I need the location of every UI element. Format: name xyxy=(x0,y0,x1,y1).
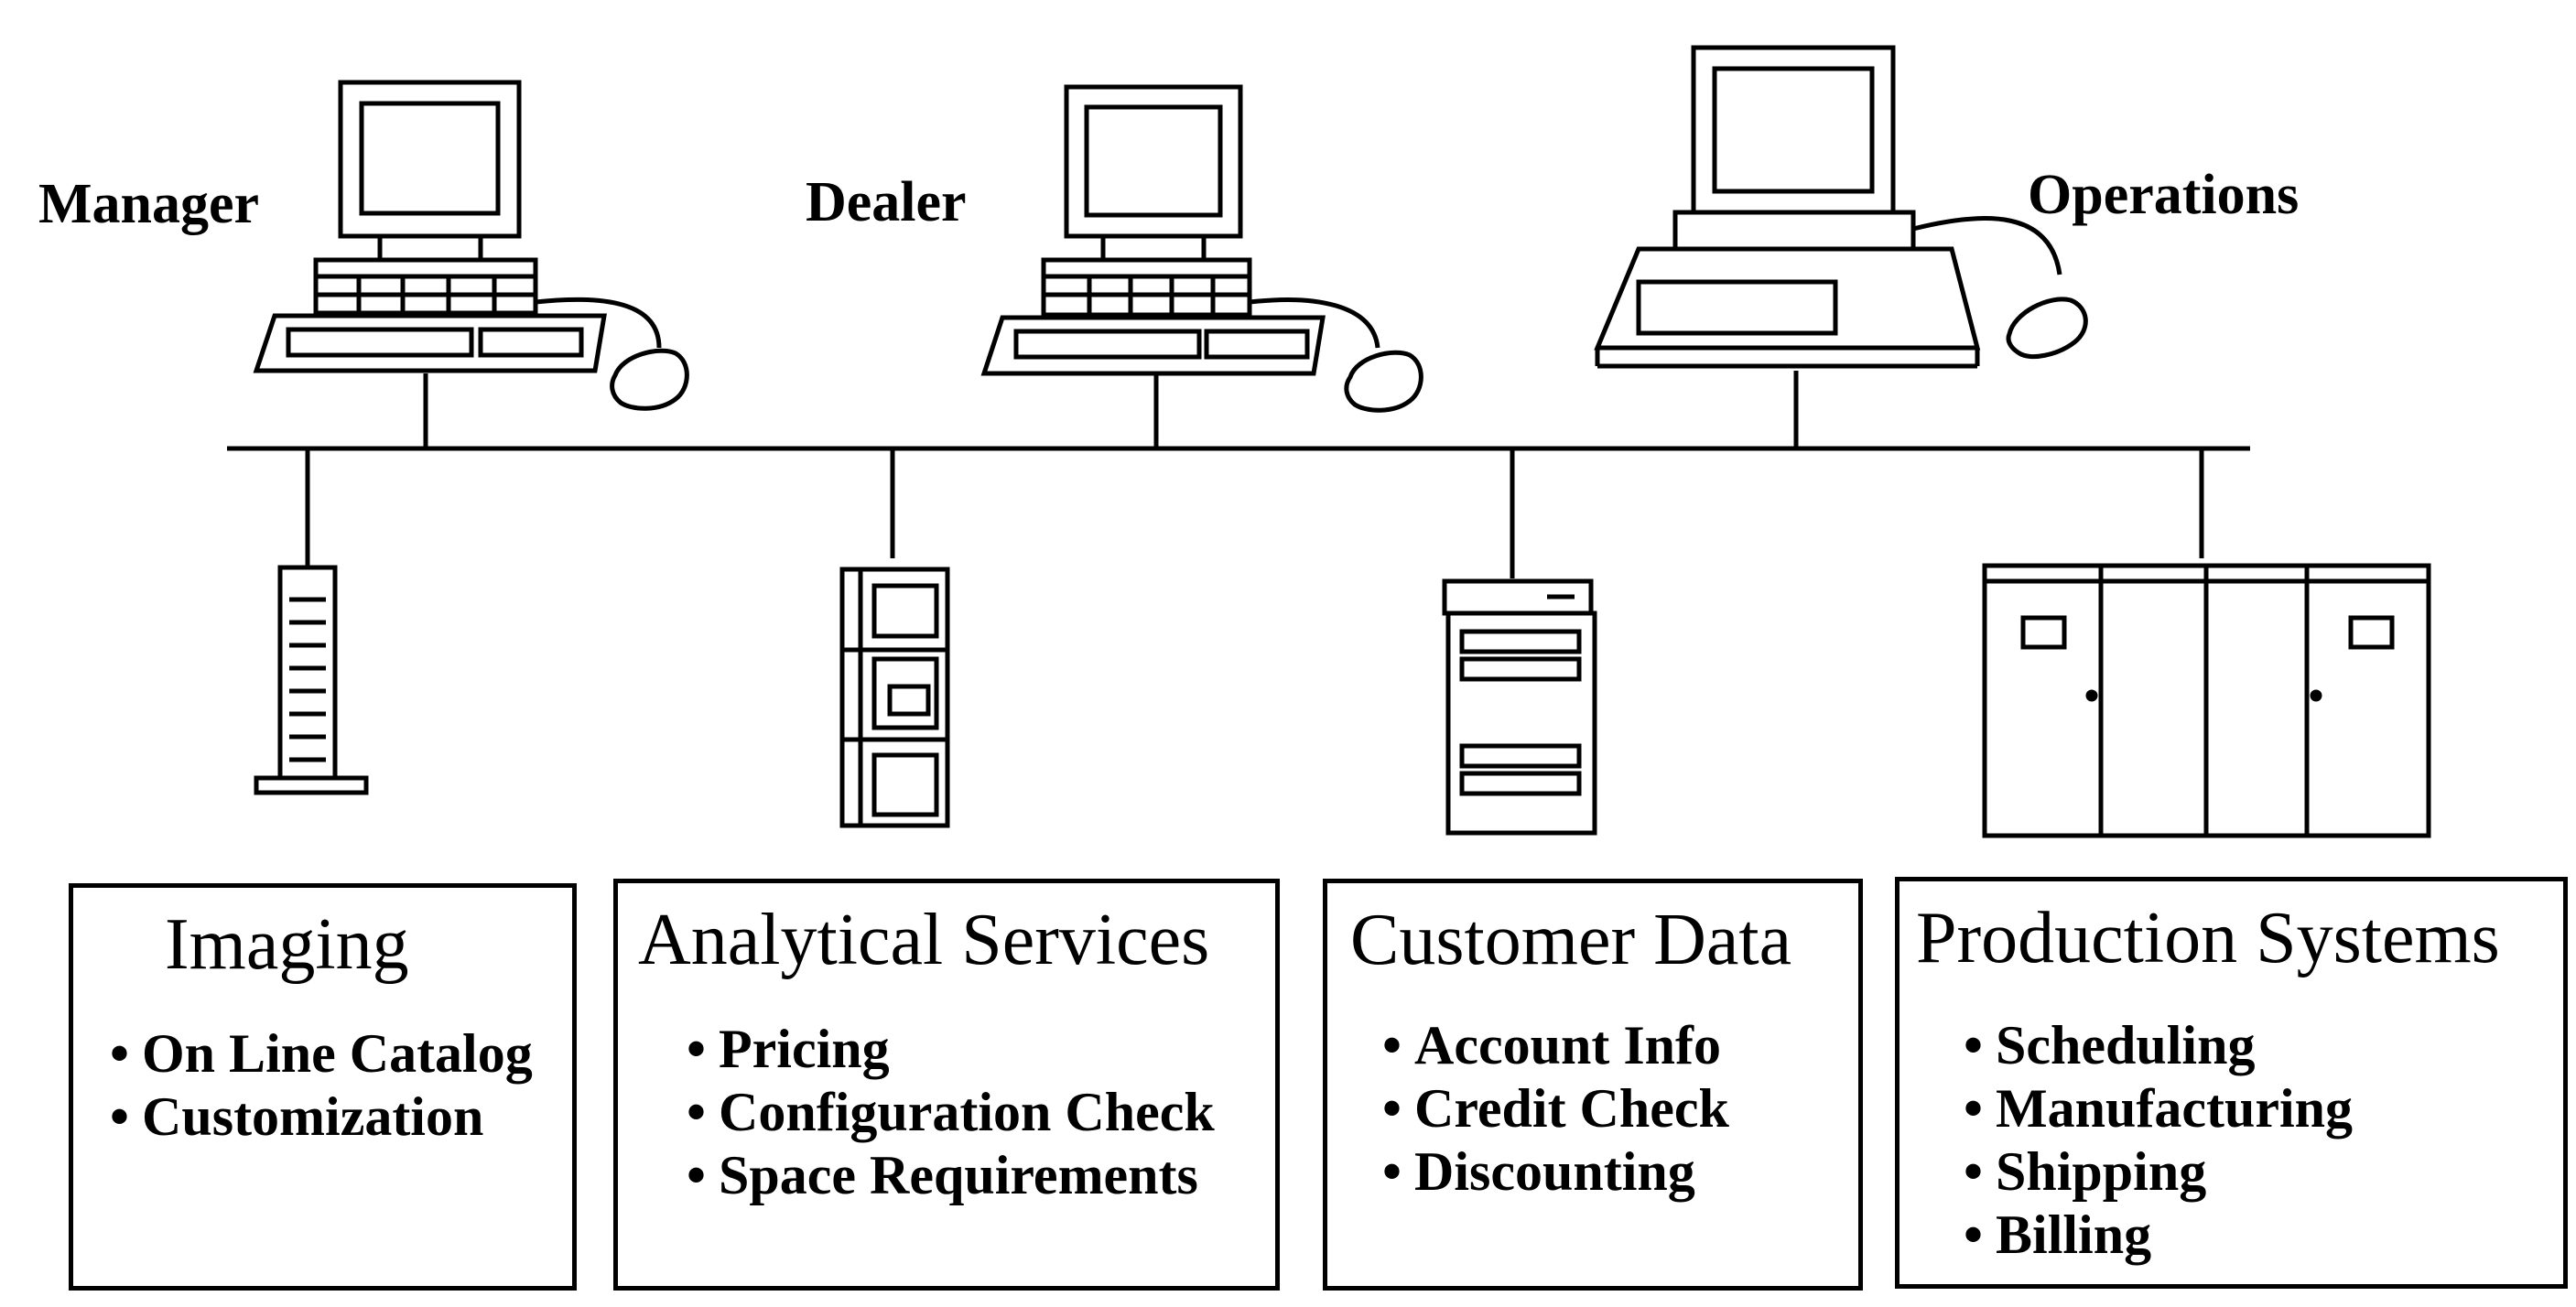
service-box-production-systems: Production Systems Scheduling Manufactur… xyxy=(1895,877,2568,1289)
service-item-list: Account Info Credit Check Discounting xyxy=(1382,1014,1729,1204)
list-item: Scheduling xyxy=(1964,1014,2353,1077)
list-item: On Line Catalog xyxy=(110,1022,533,1086)
tower-server-icon xyxy=(254,565,369,795)
terminal-workstation-icon xyxy=(1594,45,2088,369)
list-item: Pricing xyxy=(687,1018,1215,1081)
service-title: Production Systems xyxy=(1916,898,2500,978)
workstation-label-manager: Manager xyxy=(38,173,260,235)
storage-cabinet-icon xyxy=(1442,578,1597,836)
service-item-list: Scheduling Manufacturing Shipping Billin… xyxy=(1964,1014,2353,1267)
list-item: Discounting xyxy=(1382,1140,1729,1204)
service-title: Analytical Services xyxy=(638,900,1210,980)
desktop-computer-icon xyxy=(253,80,689,411)
list-item: Configuration Check xyxy=(687,1081,1215,1144)
workstation-label-operations: Operations xyxy=(2028,164,2300,226)
rack-server-icon xyxy=(839,567,950,828)
list-item: Billing xyxy=(1964,1204,2353,1267)
list-item: Manufacturing xyxy=(1964,1077,2353,1140)
service-title: Imaging xyxy=(165,904,409,985)
service-box-analytical-services: Analytical Services Pricing Configuratio… xyxy=(613,879,1280,1291)
workstation-label-dealer: Dealer xyxy=(806,171,967,233)
service-item-list: Pricing Configuration Check Space Requir… xyxy=(687,1018,1215,1207)
service-title: Customer Data xyxy=(1350,900,1792,980)
service-item-list: On Line Catalog Customization xyxy=(110,1022,533,1149)
desktop-computer-icon xyxy=(980,84,1423,413)
list-item: Credit Check xyxy=(1382,1077,1729,1140)
list-item: Account Info xyxy=(1382,1014,1729,1077)
service-box-imaging: Imaging On Line Catalog Customization xyxy=(69,883,577,1291)
list-item: Space Requirements xyxy=(687,1144,1215,1207)
list-item: Shipping xyxy=(1964,1140,2353,1204)
list-item: Customization xyxy=(110,1086,533,1149)
mainframe-icon xyxy=(1982,563,2431,838)
service-box-customer-data: Customer Data Account Info Credit Check … xyxy=(1323,879,1863,1291)
